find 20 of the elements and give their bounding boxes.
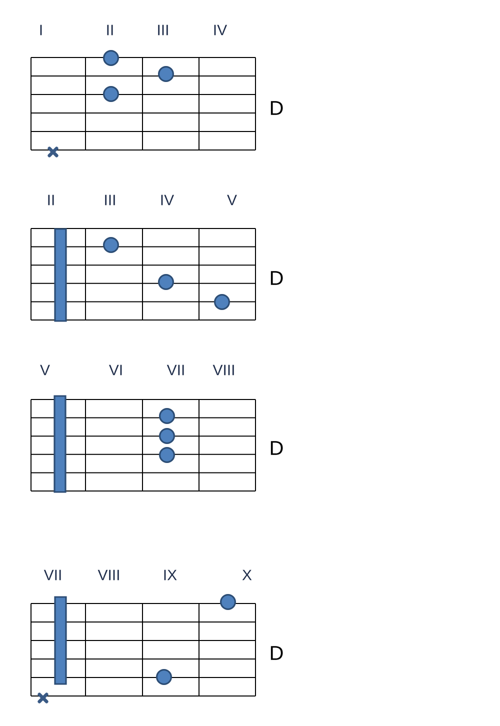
- fret-number: I: [40, 24, 42, 36]
- fret-number: III: [158, 24, 168, 36]
- fret-number: VI: [108, 364, 122, 376]
- fret-number: VIII: [212, 364, 234, 376]
- fret-number: IV: [214, 24, 227, 36]
- fret-number: VII: [44, 570, 61, 580]
- fret-number: V: [227, 194, 237, 206]
- fret-number: IX: [164, 570, 177, 580]
- fret-number: III: [105, 194, 115, 206]
- fret-number: V: [40, 364, 50, 376]
- fret-number: X: [242, 570, 252, 580]
- chord-name: D: [270, 271, 283, 285]
- chord-name: D: [270, 101, 283, 115]
- fret-number: VIII: [98, 570, 119, 580]
- fret-number: II: [107, 24, 113, 36]
- chord-name: D: [270, 646, 283, 660]
- chord-name: D: [270, 441, 283, 455]
- fret-number: II: [48, 194, 54, 206]
- fret-number: IV: [161, 194, 174, 206]
- fret-number: VII: [166, 364, 184, 376]
